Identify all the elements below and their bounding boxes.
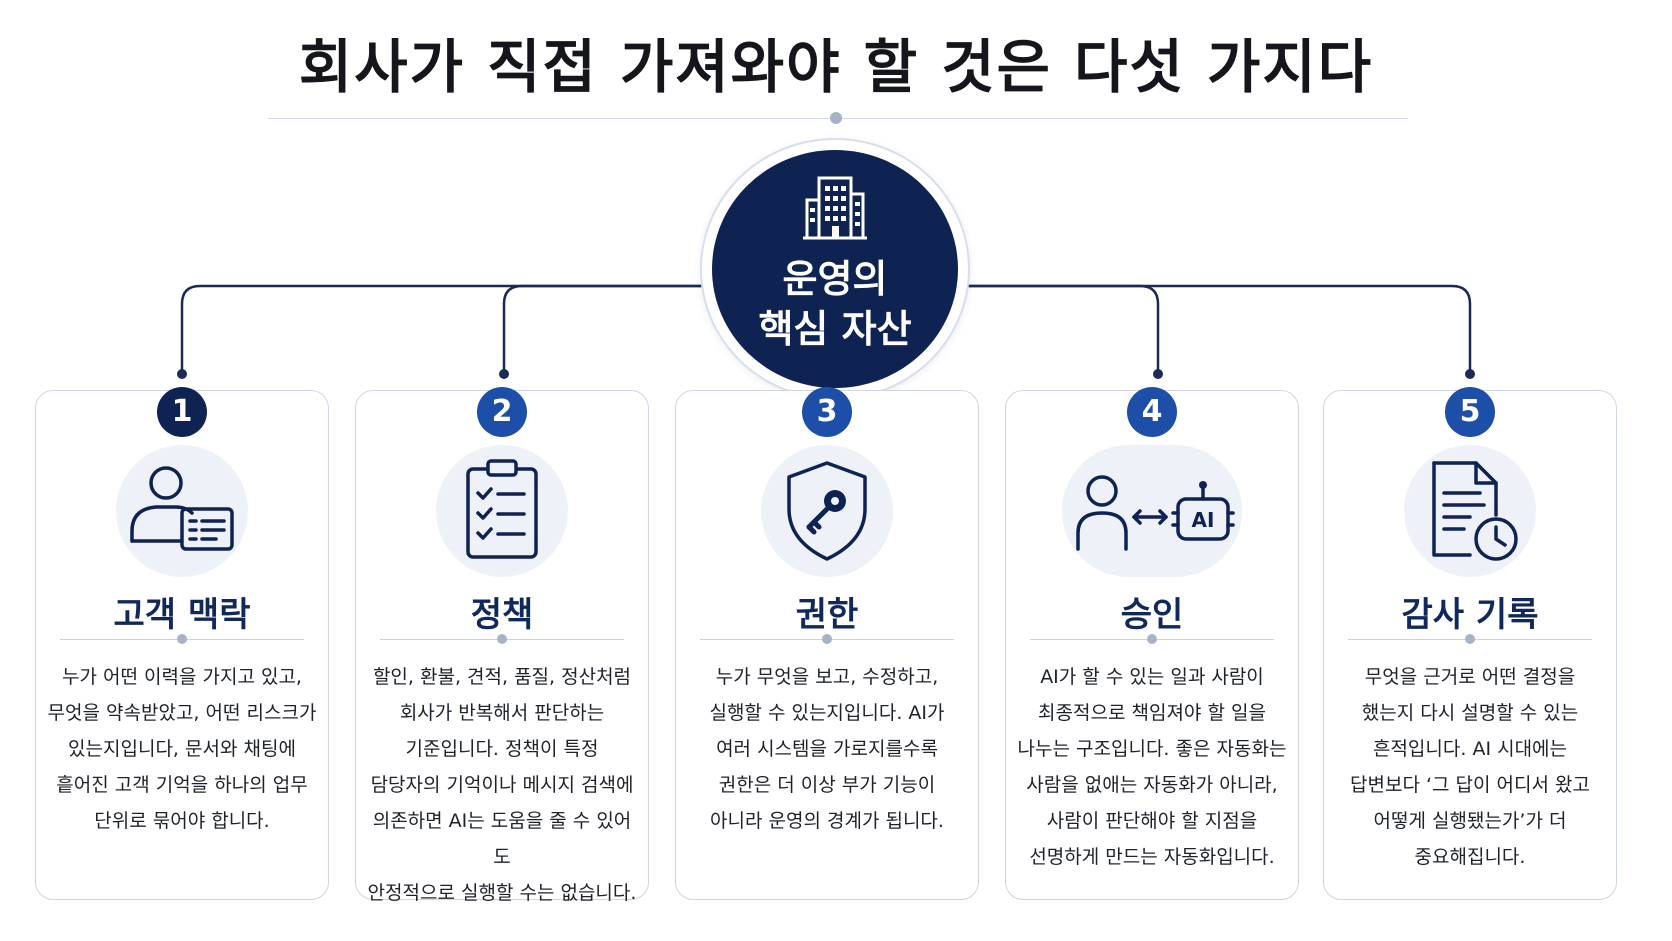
card-audit-log: 5 감사 기록 무엇을 근거로 어떤 결정을 했는지 다시 설명할 수 있는 흔…	[1323, 387, 1617, 900]
card-title: 정책	[470, 595, 534, 635]
card-description-line: 권한은 더 이상 부가 기능이	[718, 774, 936, 796]
card-description-line: 회사가 반복해서 판단하는	[399, 702, 605, 724]
card-divider-dot	[1465, 634, 1475, 644]
card-title: 감사 기록	[1401, 595, 1539, 635]
card-description: 무엇을 근거로 어떤 결정을 했는지 다시 설명할 수 있는 흔적입니다. AI…	[1334, 659, 1606, 875]
card-description-line: 흔적입니다. AI 시대에는	[1372, 738, 1568, 760]
card-description-line: 할인, 환불, 견적, 품질, 정산처럼	[372, 666, 632, 688]
card-description: AI가 할 수 있는 일과 사람이 최종적으로 책임져야 할 일을 나누는 구조…	[1016, 659, 1288, 875]
card-description-line: 중요해집니다.	[1414, 846, 1526, 868]
card-description-line: 단위로 묶어야 합니다.	[94, 810, 270, 832]
shield-key-icon	[787, 461, 867, 561]
card-description-line: 최종적으로 책임져야 할 일을	[1038, 702, 1266, 724]
connector-end-4	[1153, 369, 1163, 379]
card-description-line: AI가 할 수 있는 일과 사람이	[1040, 666, 1264, 688]
card-approval: 4 AI 승인 AI가 할 수 있는 일과 사람이 최종적으로 책임져야 할 일…	[1005, 387, 1299, 900]
card-customer-context: 1 고객 맥락 누가 어떤 이력을 가지고 있고, 무엇을 약속받았고, 어떤 …	[35, 387, 329, 900]
connector-end-2	[499, 369, 509, 379]
card-divider-dot	[497, 634, 507, 644]
connector-end-5	[1465, 369, 1475, 379]
step-badge-1: 1	[157, 387, 207, 437]
card-description-line: 사람이 판단해야 할 지점을	[1046, 810, 1258, 832]
card-description-line: 선명하게 만드는 자동화입니다.	[1029, 846, 1275, 868]
card-description: 누가 무엇을 보고, 수정하고, 실행할 수 있는지입니다. AI가 여러 시스…	[686, 659, 968, 839]
card-divider-dot	[1147, 634, 1157, 644]
hub-core-assets: 운영의 핵심 자산	[712, 150, 958, 388]
step-badge-4: 4	[1127, 387, 1177, 437]
card-description-line: 의존하면 AI는 도움을 줄 수 있어도	[372, 810, 632, 868]
title-divider-dot	[830, 112, 842, 124]
card-description: 할인, 환불, 견적, 품질, 정산처럼 회사가 반복해서 판단하는 기준입니다…	[366, 659, 638, 911]
card-title: 고객 맥락	[113, 595, 251, 635]
card-description-line: 사람을 없애는 자동화가 아니라,	[1026, 774, 1278, 796]
step-badge-5: 5	[1445, 387, 1495, 437]
icon-circle-3	[761, 445, 893, 577]
card-description-line: 했는지 다시 설명할 수 있는	[1361, 702, 1579, 724]
customer-profile-icon	[130, 466, 234, 551]
card-description-line: 나누는 구조입니다. 좋은 자동화는	[1017, 738, 1287, 760]
card-description-line: 여러 시스템을 가로지를수록	[716, 738, 938, 760]
card-permissions: 3 권한 누가 무엇을 보고, 수정하고, 실행할 수 있는지입니다. AI가 …	[675, 387, 979, 900]
card-description-line: 어떻게 실행됐는가’가 더	[1373, 810, 1567, 832]
icon-circle-2	[436, 445, 568, 577]
document-clock-icon	[1432, 461, 1518, 561]
step-badge-2: 2	[477, 387, 527, 437]
card-description-line: 무엇을 근거로 어떤 결정을	[1364, 666, 1576, 688]
hub-label-line1: 운영의	[782, 257, 888, 301]
card-description-line: 안정적으로 실행할 수는 없습니다.	[367, 882, 637, 904]
connector-1	[180, 284, 712, 372]
icon-circle-5	[1404, 445, 1536, 577]
card-description-line: 무엇을 약속받았고, 어떤 리스크가	[47, 702, 317, 724]
connector-5	[958, 284, 1472, 372]
icon-circle-4: AI	[1062, 445, 1242, 577]
card-description-line: 실행할 수 있는지입니다. AI가	[709, 702, 945, 724]
card-title: 승인	[1120, 595, 1184, 635]
card-divider-dot	[177, 634, 187, 644]
checklist-clipboard-icon	[466, 459, 538, 559]
ai-label: AI	[1192, 508, 1215, 532]
connector-end-1	[177, 369, 187, 379]
card-description-line: 답변보다 ‘그 답이 어디서 왔고	[1350, 774, 1590, 796]
connector-2	[502, 284, 712, 372]
step-badge-3: 3	[802, 387, 852, 437]
human-ai-exchange-icon: AI	[1076, 475, 1235, 551]
connector-4	[958, 284, 1160, 372]
card-description-line: 누가 무엇을 보고, 수정하고,	[715, 666, 939, 688]
hub-label-line2: 핵심 자산	[758, 307, 912, 351]
card-description: 누가 어떤 이력을 가지고 있고, 무엇을 약속받았고, 어떤 리스크가 있는지…	[46, 659, 318, 839]
page-title: 회사가 직접 가져와야 할 것은 다섯 가지다	[298, 33, 1374, 101]
icon-circle-1	[116, 445, 248, 577]
hub-label: 운영의 핵심 자산	[712, 254, 958, 354]
card-title: 권한	[795, 595, 859, 635]
card-description-line: 아니라 운영의 경계가 됩니다.	[710, 810, 944, 832]
card-description-line: 누가 어떤 이력을 가지고 있고,	[62, 666, 302, 688]
building-icon	[803, 176, 867, 240]
card-description-line: 흩어진 고객 기억을 하나의 업무	[56, 774, 308, 796]
card-policy: 2 정책 할인, 환불, 견적, 품질, 정산처럼 회사가 반복해서 판단하는 …	[355, 387, 649, 904]
card-divider-dot	[822, 634, 832, 644]
card-description-line: 기준입니다. 정책이 특정	[405, 738, 599, 760]
card-description-line: 담당자의 기억이나 메시지 검색에	[370, 774, 634, 796]
card-description-line: 있는지입니다, 문서와 채팅에	[68, 738, 296, 760]
